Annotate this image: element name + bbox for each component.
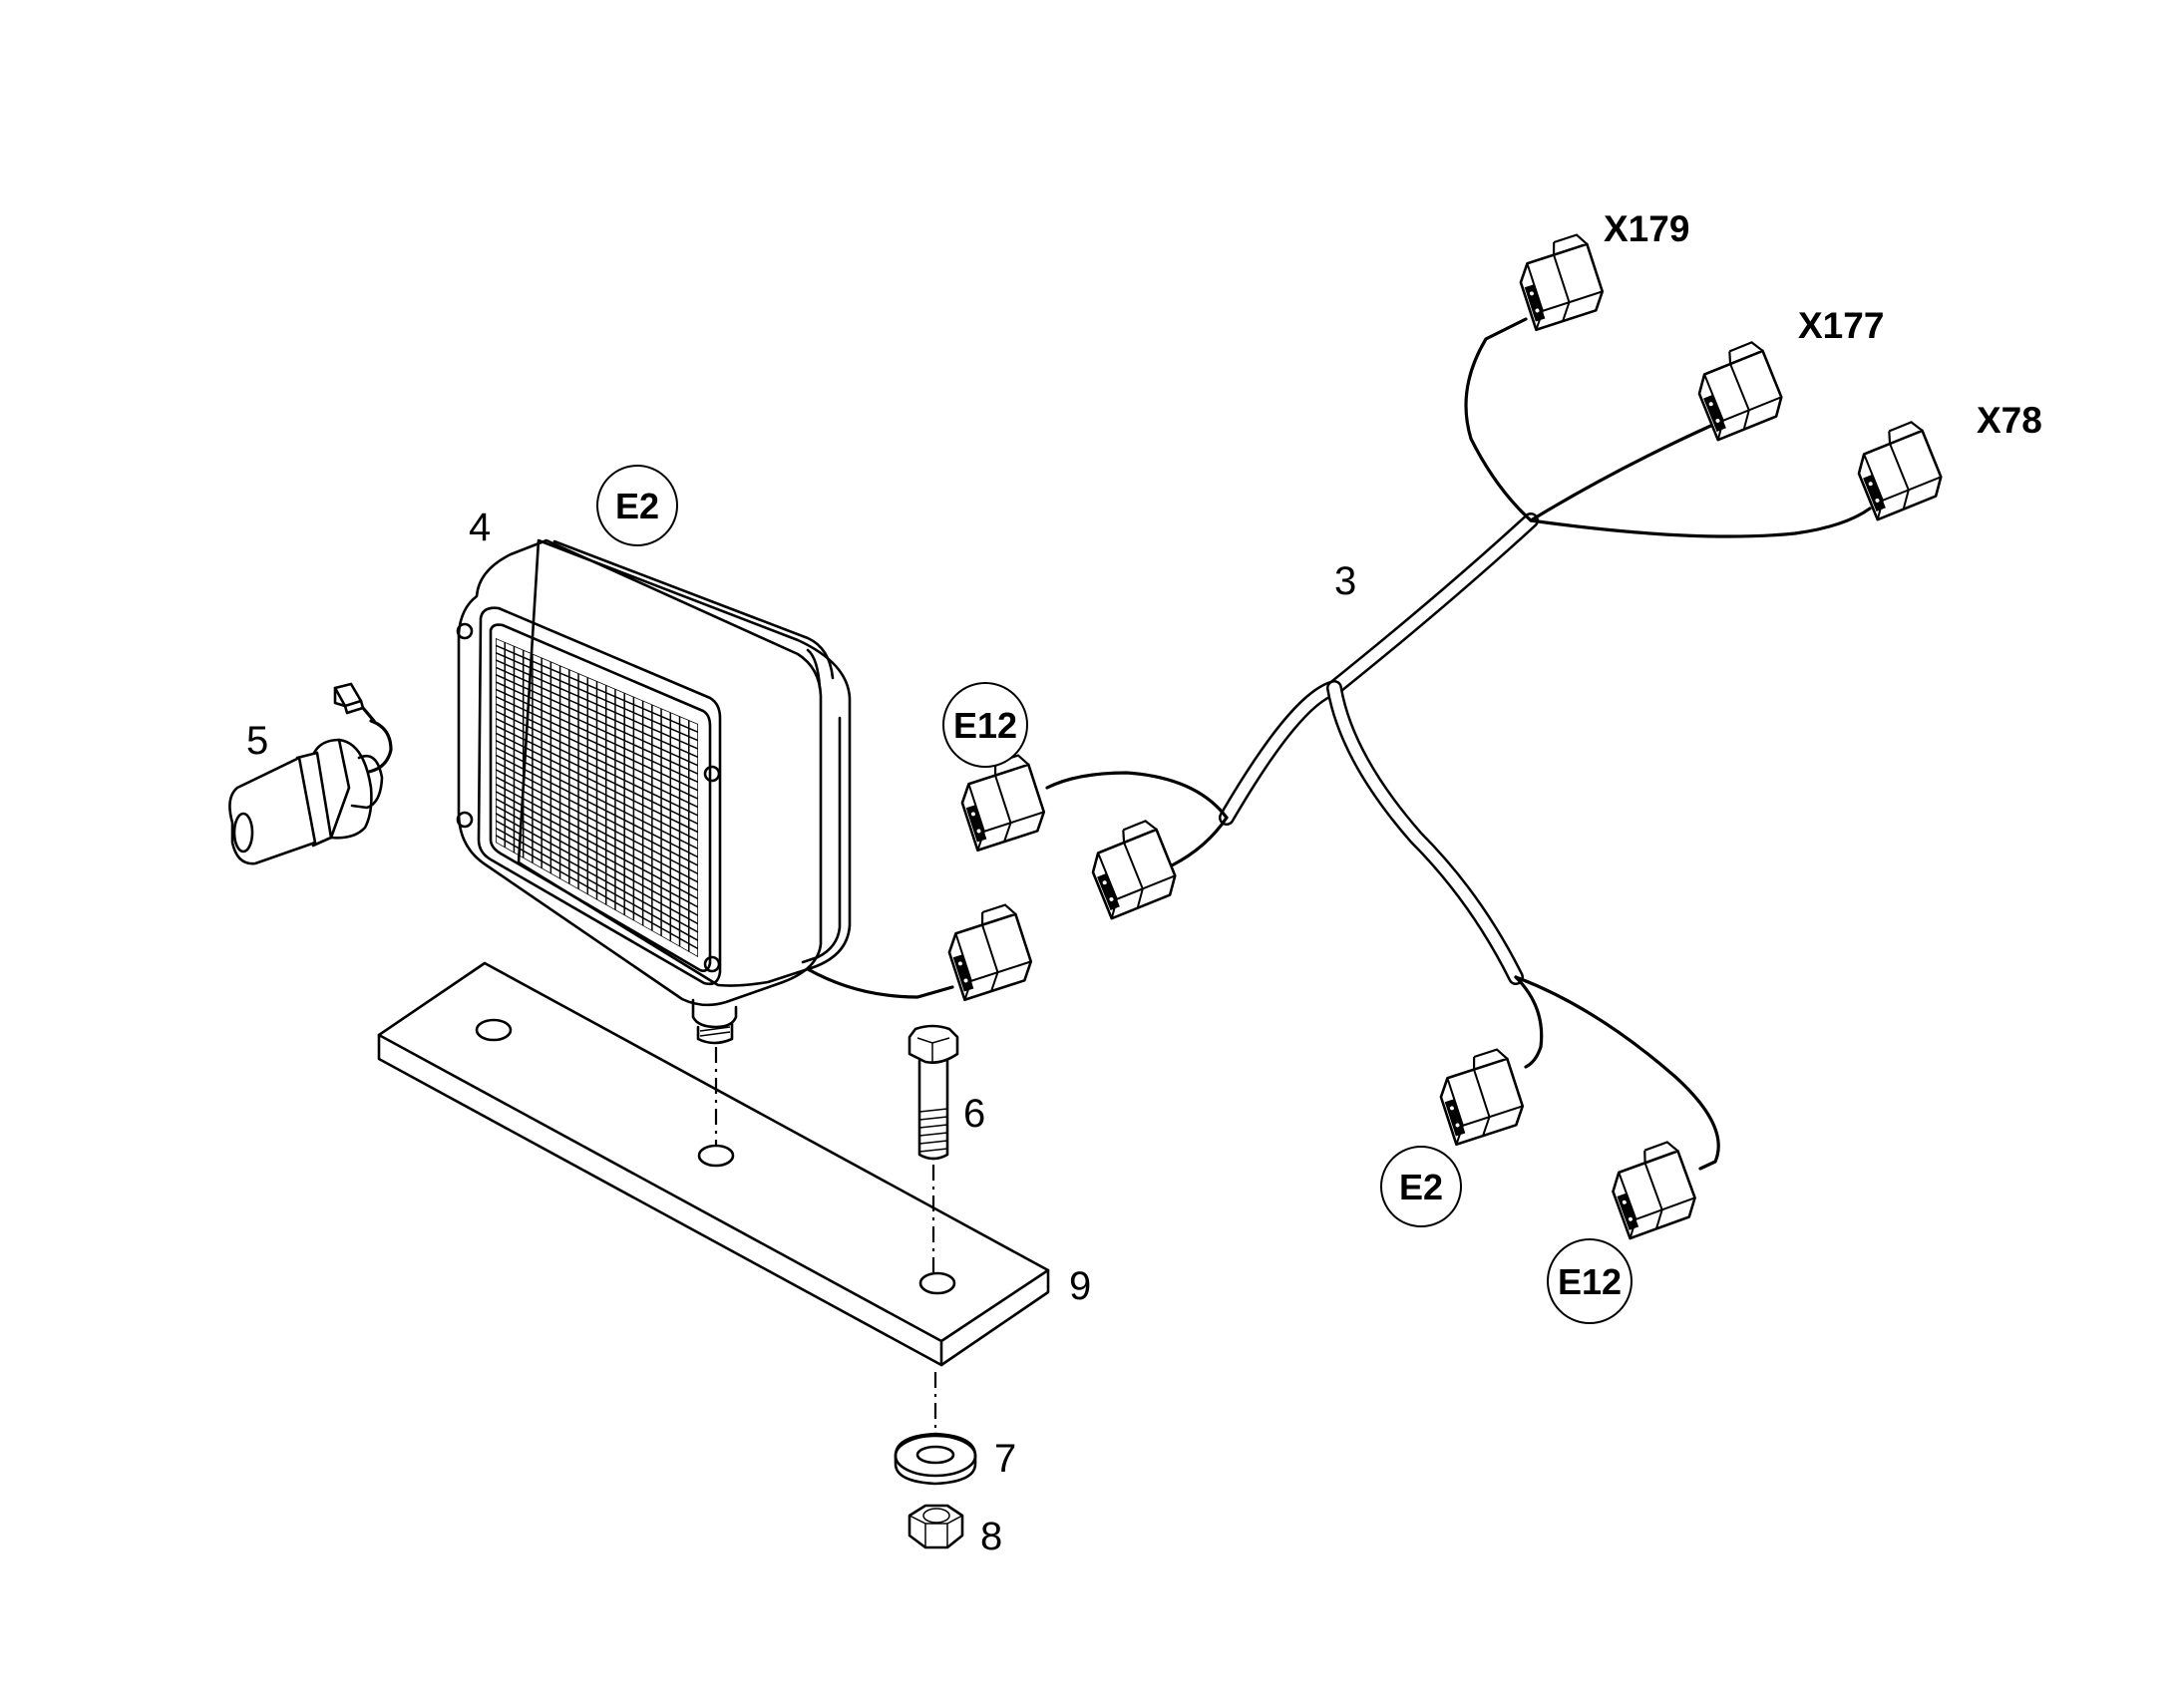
label-x78: X78: [1977, 400, 2042, 441]
connector-x177: [1687, 338, 1789, 442]
part-number-3: 3: [1334, 559, 1356, 603]
washer: [894, 1432, 977, 1486]
connector-e12: [1602, 1138, 1702, 1240]
assembly-lines: [714, 1047, 937, 1434]
wiring-harness: [1045, 317, 1872, 1171]
part-number-5: 5: [246, 719, 268, 763]
svg-text:E12: E12: [953, 705, 1017, 746]
connector-x179: [1510, 231, 1610, 332]
label-x179: X179: [1604, 208, 1689, 249]
callout-e2-light: E2: [596, 465, 678, 546]
svg-text:E12: E12: [1558, 1261, 1622, 1302]
part-number-4: 4: [469, 506, 491, 549]
part-number-7: 7: [994, 1437, 1016, 1481]
callout-e12-plug: E12: [942, 682, 1028, 768]
connector-harness-upper: [1081, 817, 1183, 920]
part-number-6: 6: [963, 1092, 985, 1136]
mounting-bracket: [377, 961, 1050, 1367]
callout-e2-harness: E2: [1380, 1146, 1462, 1227]
bulb: [228, 682, 393, 865]
label-x177: X177: [1798, 305, 1884, 346]
connector-x78: [1847, 418, 1949, 521]
connector-light: [938, 901, 1038, 1002]
bolt: [908, 1024, 959, 1161]
svg-text:E2: E2: [1399, 1167, 1443, 1207]
work-light: [456, 538, 954, 1045]
part-number-9: 9: [1069, 1264, 1091, 1308]
part-number-8: 8: [980, 1515, 1002, 1558]
callout-e12-harness: E12: [1547, 1238, 1633, 1324]
connector-e2: [1430, 1046, 1530, 1147]
svg-text:E2: E2: [615, 486, 659, 526]
nut: [908, 1504, 964, 1549]
connector-e12-plug: [951, 752, 1051, 853]
